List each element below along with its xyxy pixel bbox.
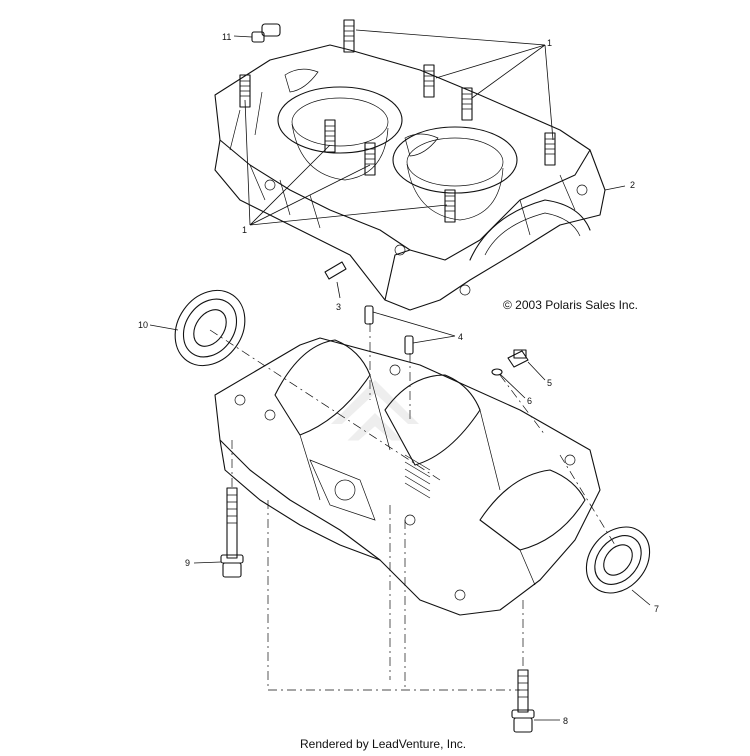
callout-1a: 1	[547, 38, 552, 48]
dowel-pins	[364, 305, 456, 355]
callout-7: 7	[654, 604, 659, 614]
copyright-text: © 2003 Polaris Sales Inc.	[503, 298, 638, 312]
callout-8: 8	[563, 716, 568, 726]
cylinder-studs	[239, 19, 556, 223]
lower-crankcase	[214, 337, 601, 616]
callout-4: 4	[458, 332, 463, 342]
leader-lines	[244, 29, 626, 226]
watermark-logo-icon	[331, 380, 419, 441]
callout-3: 3	[336, 302, 341, 312]
callout-1b: 1	[242, 225, 247, 235]
oil-fitting	[491, 349, 546, 399]
callout-11: 11	[222, 32, 231, 42]
callout-9: 9	[185, 558, 190, 568]
upper-crankcase	[214, 44, 606, 311]
callouts: 1 1 2 3 4 5 6 7 8 9 10 11	[138, 32, 659, 726]
callout-5: 5	[547, 378, 552, 388]
callout-6: 6	[527, 396, 532, 406]
oil-seal-item-10	[149, 289, 246, 367]
alignment-lines	[209, 323, 616, 691]
bolt-item-9	[193, 487, 244, 578]
elbow-fitting	[233, 23, 281, 43]
oil-seal-item-7	[585, 526, 651, 606]
callout-2: 2	[630, 180, 635, 190]
callout-10: 10	[138, 320, 148, 330]
pin-item-3	[324, 261, 347, 299]
bolt-item-8	[511, 669, 560, 733]
footer-credit: Rendered by LeadVenture, Inc.	[300, 737, 467, 751]
